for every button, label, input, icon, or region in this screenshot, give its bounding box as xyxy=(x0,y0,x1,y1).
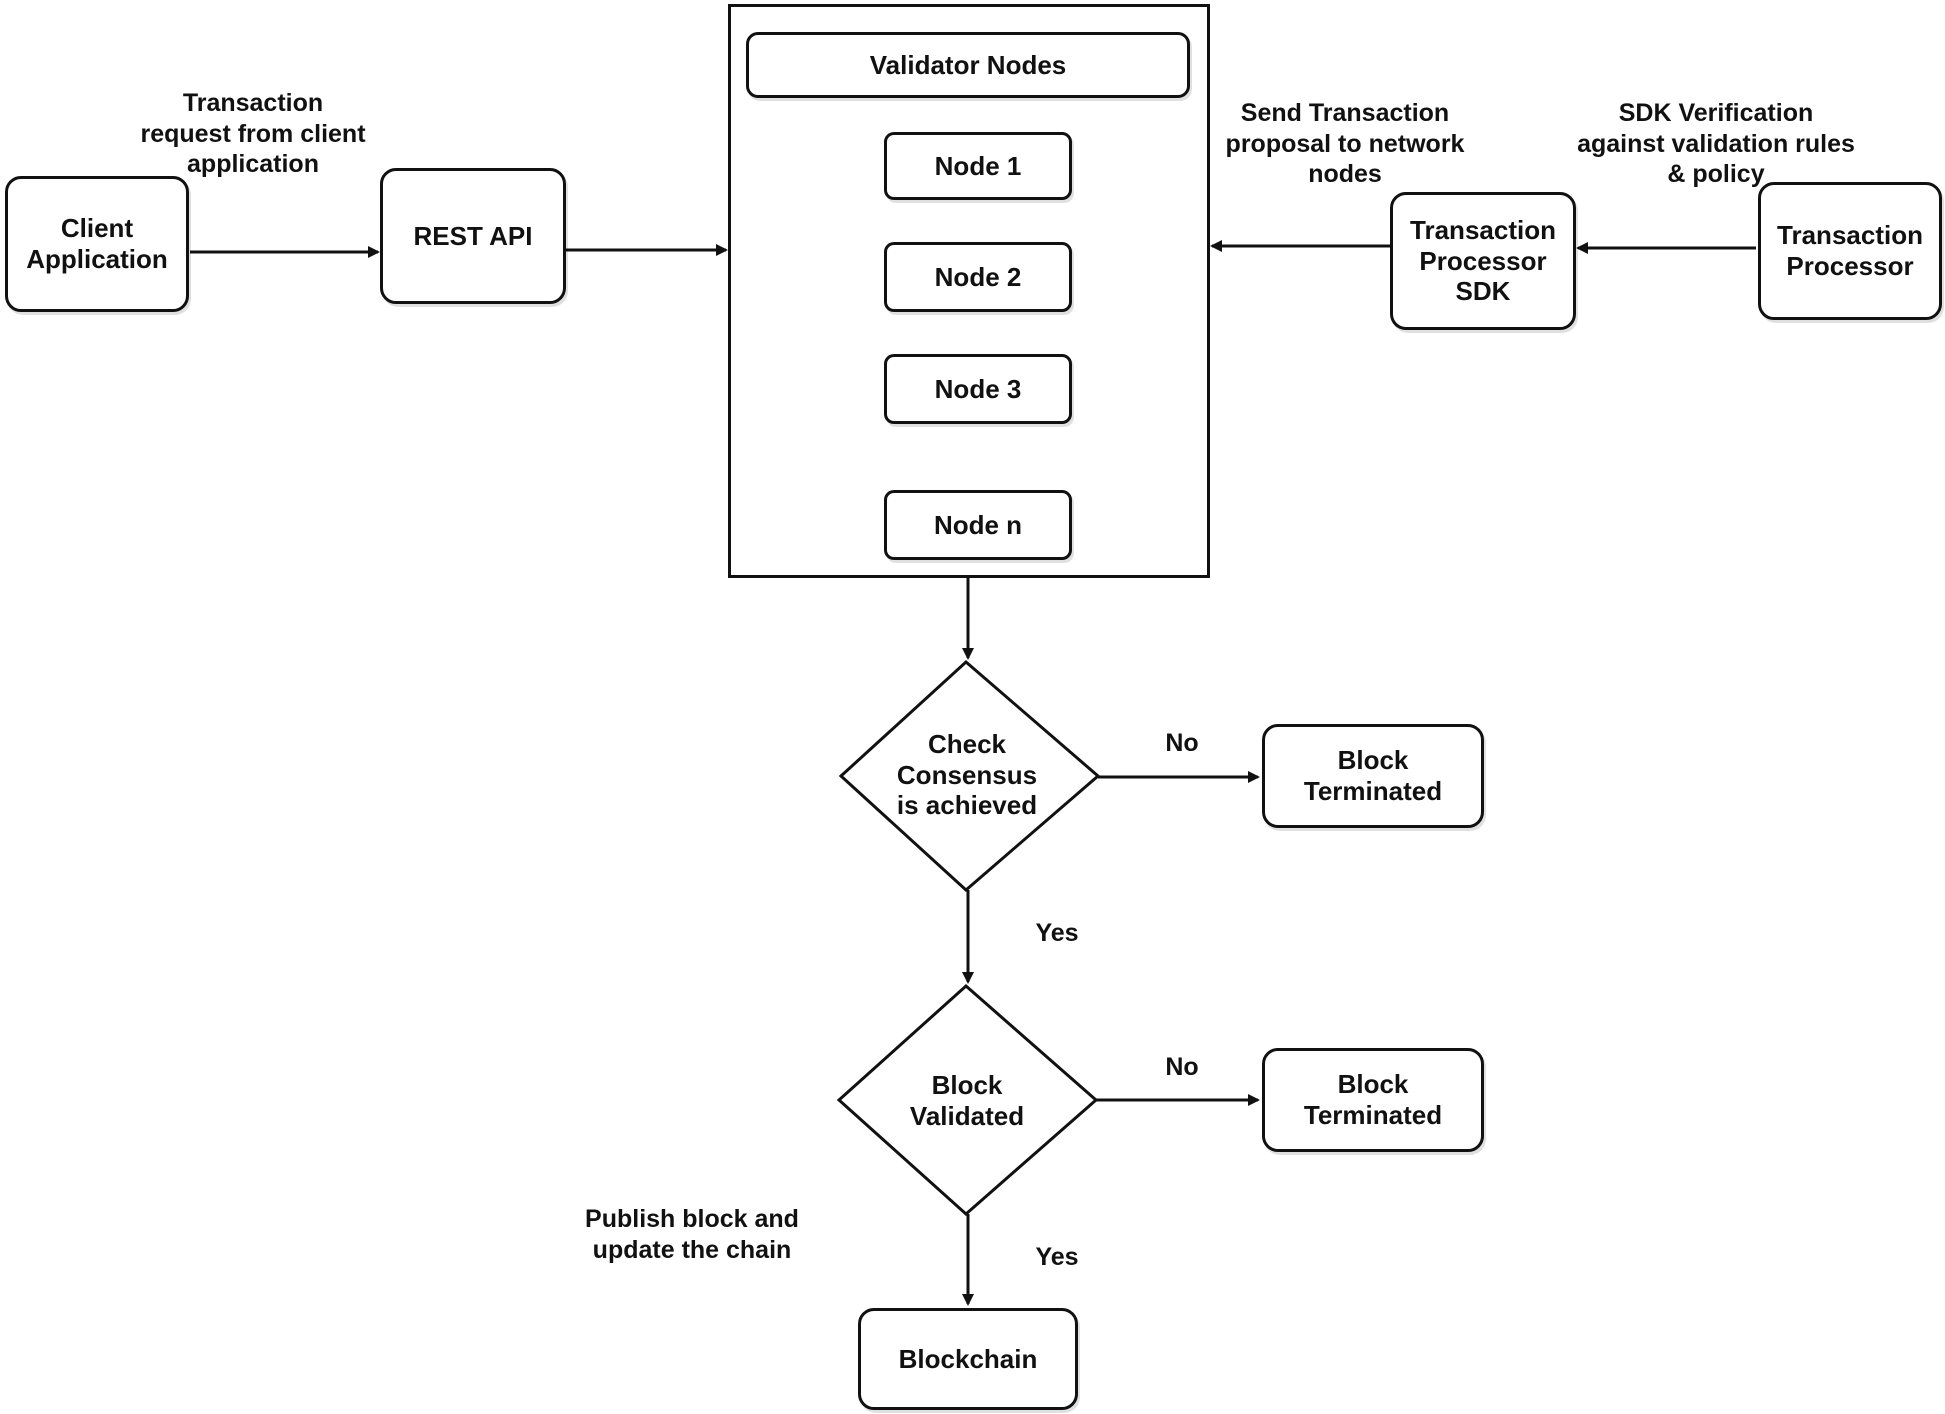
send-proposal-label: Send Transaction proposal to network nod… xyxy=(1225,99,1465,188)
client-request-label: Transaction request from client applicat… xyxy=(140,89,366,178)
node-n-box: Node n xyxy=(884,490,1072,560)
check-consensus-text: Check Consensus is achieved xyxy=(896,728,1038,821)
consensus-no-label: No xyxy=(1165,729,1199,757)
validated-decision-diamond xyxy=(836,983,1099,1217)
block-validated-text: Block Validated xyxy=(909,1070,1025,1131)
consensus-yes-label: Yes xyxy=(1035,919,1079,947)
publish-block-label: Publish block and update the chain xyxy=(585,1205,799,1264)
block-terminated-box-1: Block Terminated xyxy=(1262,724,1484,828)
validator-nodes-header: Validator Nodes xyxy=(746,32,1190,98)
blockchain-box: Blockchain xyxy=(858,1308,1078,1410)
consensus-decision-diamond xyxy=(838,659,1101,893)
node-2-box: Node 2 xyxy=(884,242,1072,312)
client-application-box: Client Application xyxy=(5,176,189,312)
node-1-box: Node 1 xyxy=(884,132,1072,200)
node-3-box: Node 3 xyxy=(884,354,1072,424)
rest-api-box: REST API xyxy=(380,168,566,304)
block-terminated-box-2: Block Terminated xyxy=(1262,1048,1484,1152)
validated-no-label: No xyxy=(1165,1053,1199,1081)
transaction-processor-box: Transaction Processor xyxy=(1758,182,1942,320)
sdk-verification-label: SDK Verification against validation rule… xyxy=(1577,99,1855,188)
validated-yes-label: Yes xyxy=(1035,1243,1079,1271)
transaction-processor-sdk-box: Transaction Processor SDK xyxy=(1390,192,1576,330)
